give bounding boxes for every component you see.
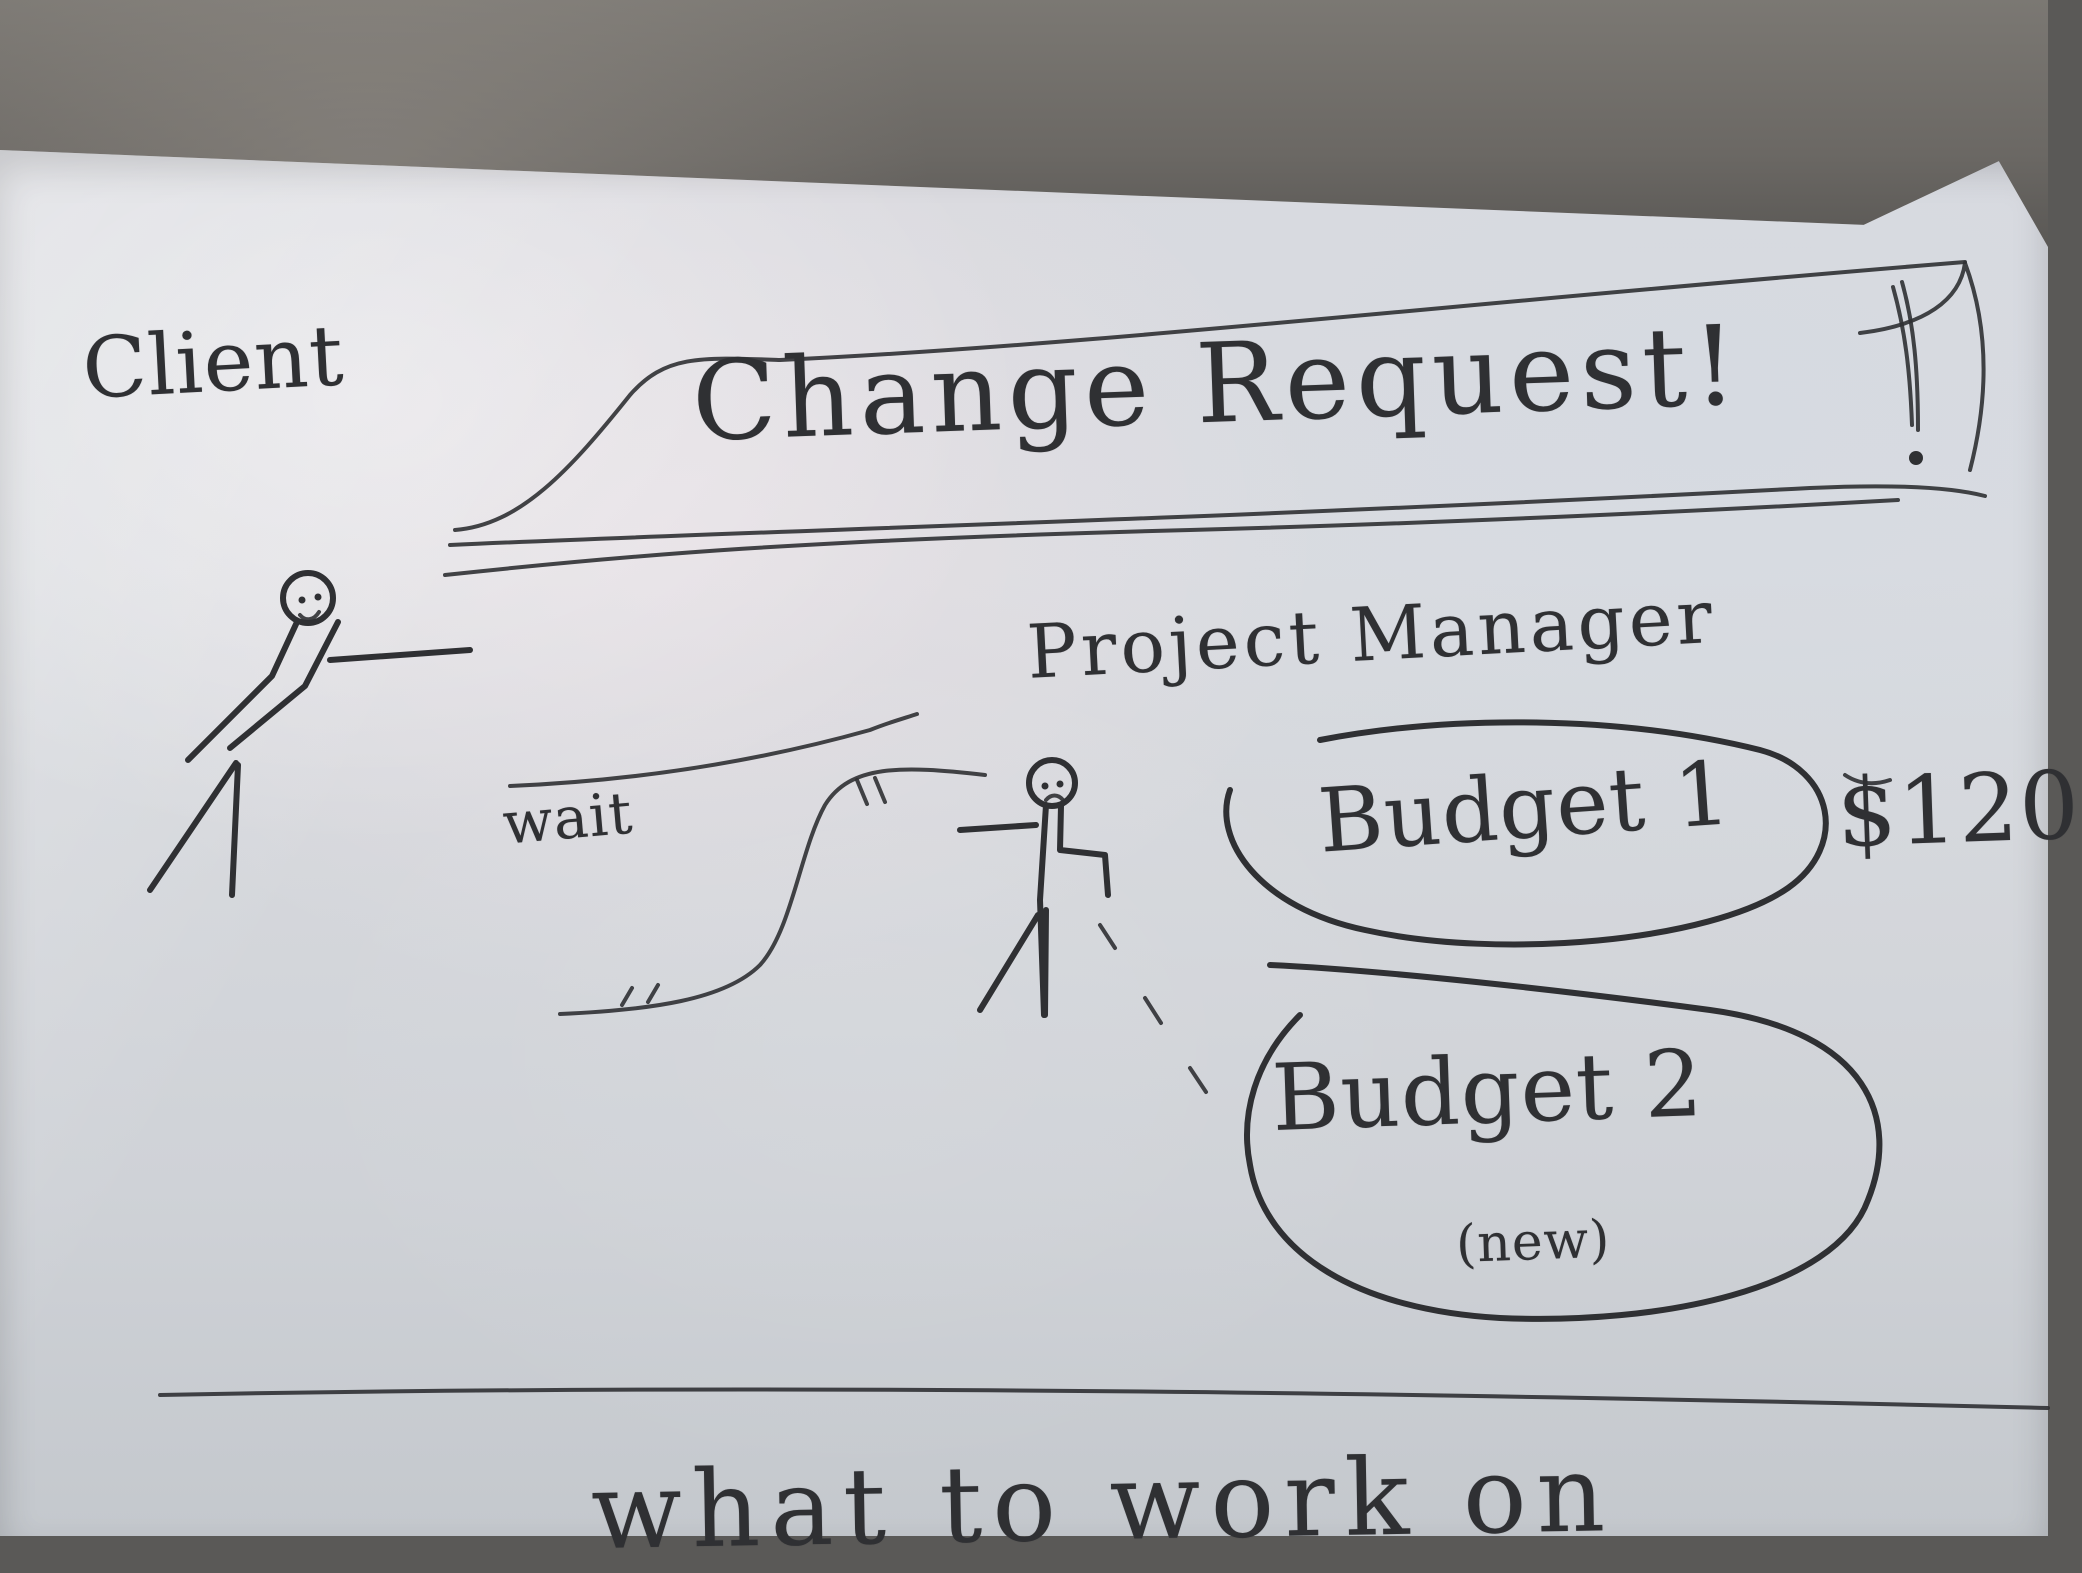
project-manager-mouth xyxy=(1044,793,1065,802)
bottom-handwriting: what to work on xyxy=(590,1432,1616,1573)
waiting-line-upper xyxy=(508,712,919,788)
waiting-marks-top xyxy=(855,776,887,806)
project-manager-eye-left xyxy=(1041,782,1049,790)
wait-label: wait xyxy=(500,778,636,858)
page-divider xyxy=(158,1387,2050,1410)
notebook-page xyxy=(0,150,2048,1536)
client-stick-figure xyxy=(147,570,473,898)
client-leg-left xyxy=(147,760,239,893)
client-arm xyxy=(327,647,473,663)
budget-one-oval xyxy=(1223,719,1829,948)
sketch-layer xyxy=(147,260,2050,1410)
waiting-marks-bottom xyxy=(620,983,660,1007)
client-body xyxy=(185,619,300,763)
client-leg-right xyxy=(229,762,241,898)
client-mouth xyxy=(298,610,321,622)
project-manager-arm-right xyxy=(1057,803,1111,898)
change-request-title-mark: ! xyxy=(1690,301,1745,431)
title-banner-middle xyxy=(448,484,1987,547)
waiting-curve xyxy=(558,767,987,1016)
project-manager-eye-right xyxy=(1056,780,1064,788)
project-manager-arm-left xyxy=(957,822,1039,833)
project-manager-stick-figure xyxy=(957,757,1111,1018)
project-manager-leg-right xyxy=(1042,907,1049,1018)
budget-two-oval xyxy=(1244,962,1883,1322)
exclamation-dot xyxy=(1909,451,1923,465)
price-label: $120 xyxy=(1835,751,2082,869)
budget-two-label: Budget 2 xyxy=(1270,1029,1706,1152)
project-manager-head-icon xyxy=(1026,757,1078,809)
client-eye-right xyxy=(314,593,322,601)
exclamation-stroke-two xyxy=(1900,280,1920,432)
client-label: Client xyxy=(80,306,347,418)
bottom-handwriting-text: what to work on xyxy=(590,1432,1616,1573)
price-bracket xyxy=(1843,773,1892,786)
title-banner-right xyxy=(1858,261,1986,472)
budget-two-sub-label: (new) xyxy=(1455,1209,1612,1275)
client-eye-left xyxy=(298,596,306,604)
title-banner-bottom xyxy=(443,498,1900,577)
exclamation-stroke-one xyxy=(1891,285,1914,427)
client-head-icon xyxy=(280,570,336,626)
dotted-link xyxy=(1098,923,1208,1094)
title-banner-top xyxy=(453,260,1967,532)
project-manager-leg-left xyxy=(977,912,1041,1013)
client-body-back xyxy=(227,619,341,751)
